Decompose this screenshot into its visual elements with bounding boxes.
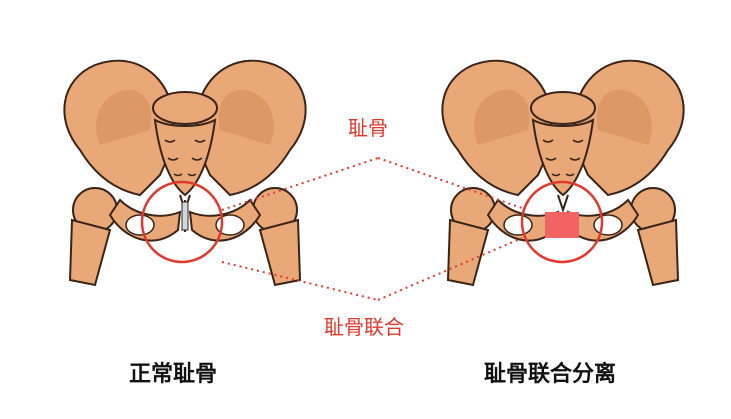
normal-pelvis-illustration — [63, 59, 307, 286]
separation-gap-highlight — [545, 212, 579, 238]
normal-highlight-circle — [140, 180, 224, 264]
symphysis-label: 耻骨联合 — [324, 315, 404, 339]
normal-pubis-caption: 正常耻骨 — [129, 362, 218, 387]
separated-highlight-circle — [520, 180, 604, 264]
pubis-label: 耻骨 — [348, 116, 388, 140]
connector-lines — [221, 157, 523, 301]
separated-pelvis-illustration — [441, 59, 685, 286]
symphysis-separation-caption: 耻骨联合分离 — [484, 362, 617, 387]
